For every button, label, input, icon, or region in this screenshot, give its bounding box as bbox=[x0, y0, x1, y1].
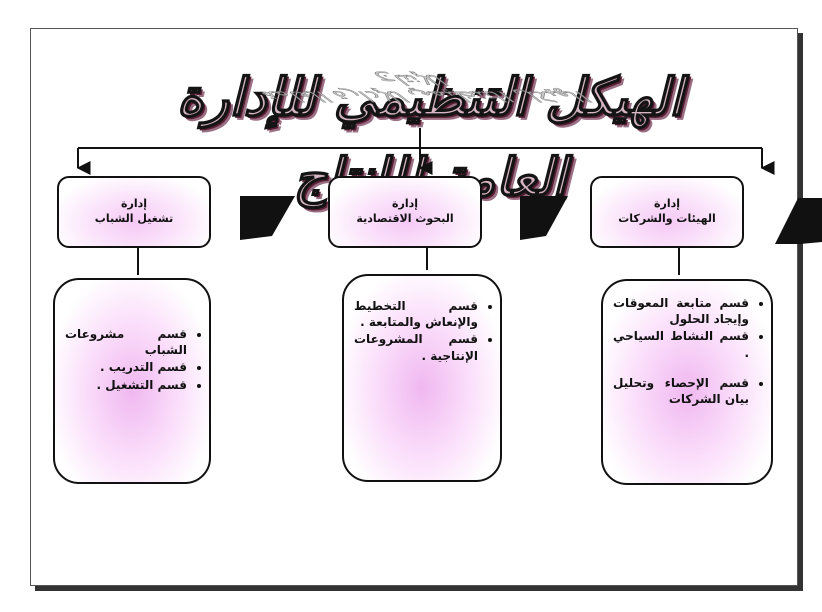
section-item: قسم متابعة المعوقات وإيجاد الحلول bbox=[613, 295, 749, 327]
sections-economic-research: قسم التخطيط والإنعاش والمتابعة . قسم الم… bbox=[342, 274, 502, 482]
section-item: قسم التدريب . bbox=[65, 359, 187, 375]
dept-heading: إدارة bbox=[654, 197, 681, 211]
dept-heading: إدارة bbox=[121, 197, 148, 211]
dept-name: تشغيل الشباب bbox=[94, 212, 174, 225]
section-item: قسم التخطيط والإنعاش والمتابعة . bbox=[354, 298, 478, 330]
sections-youth-employment: قسم مشروعات الشباب قسم التدريب . قسم الت… bbox=[53, 278, 211, 484]
wing-right bbox=[775, 198, 822, 244]
dept-economic-research: إدارة البحوث الاقتصادية bbox=[328, 176, 487, 255]
section-item: قسم الإحصاء وتحليل بيان الشركات bbox=[613, 375, 749, 407]
section-list: قسم مشروعات الشباب قسم التدريب . قسم الت… bbox=[55, 326, 209, 393]
section-list: قسم التخطيط والإنعاش والمتابعة . قسم الم… bbox=[344, 298, 500, 364]
sections-authorities-companies: قسم متابعة المعوقات وإيجاد الحلول قسم ال… bbox=[601, 279, 773, 485]
section-item: قسم النشاط السياحي . bbox=[613, 328, 749, 360]
wing-center bbox=[520, 196, 568, 240]
section-list: قسم متابعة المعوقات وإيجاد الحلول قسم ال… bbox=[603, 295, 771, 407]
dept-heading: إدارة bbox=[392, 197, 419, 211]
dept-authorities-companies: إدارة الهيئات والشركات bbox=[590, 176, 749, 255]
dept-name: البحوث الاقتصادية bbox=[356, 212, 454, 225]
dept-youth-employment: إدارة تشغيل الشباب bbox=[57, 176, 216, 255]
wing-left bbox=[240, 196, 295, 240]
section-item: قسم المشروعات الإنتاجية . bbox=[354, 331, 478, 363]
dept-name: الهيئات والشركات bbox=[618, 212, 716, 225]
section-item: قسم التشغيل . bbox=[65, 377, 187, 393]
section-item: قسم مشروعات الشباب bbox=[65, 326, 187, 358]
